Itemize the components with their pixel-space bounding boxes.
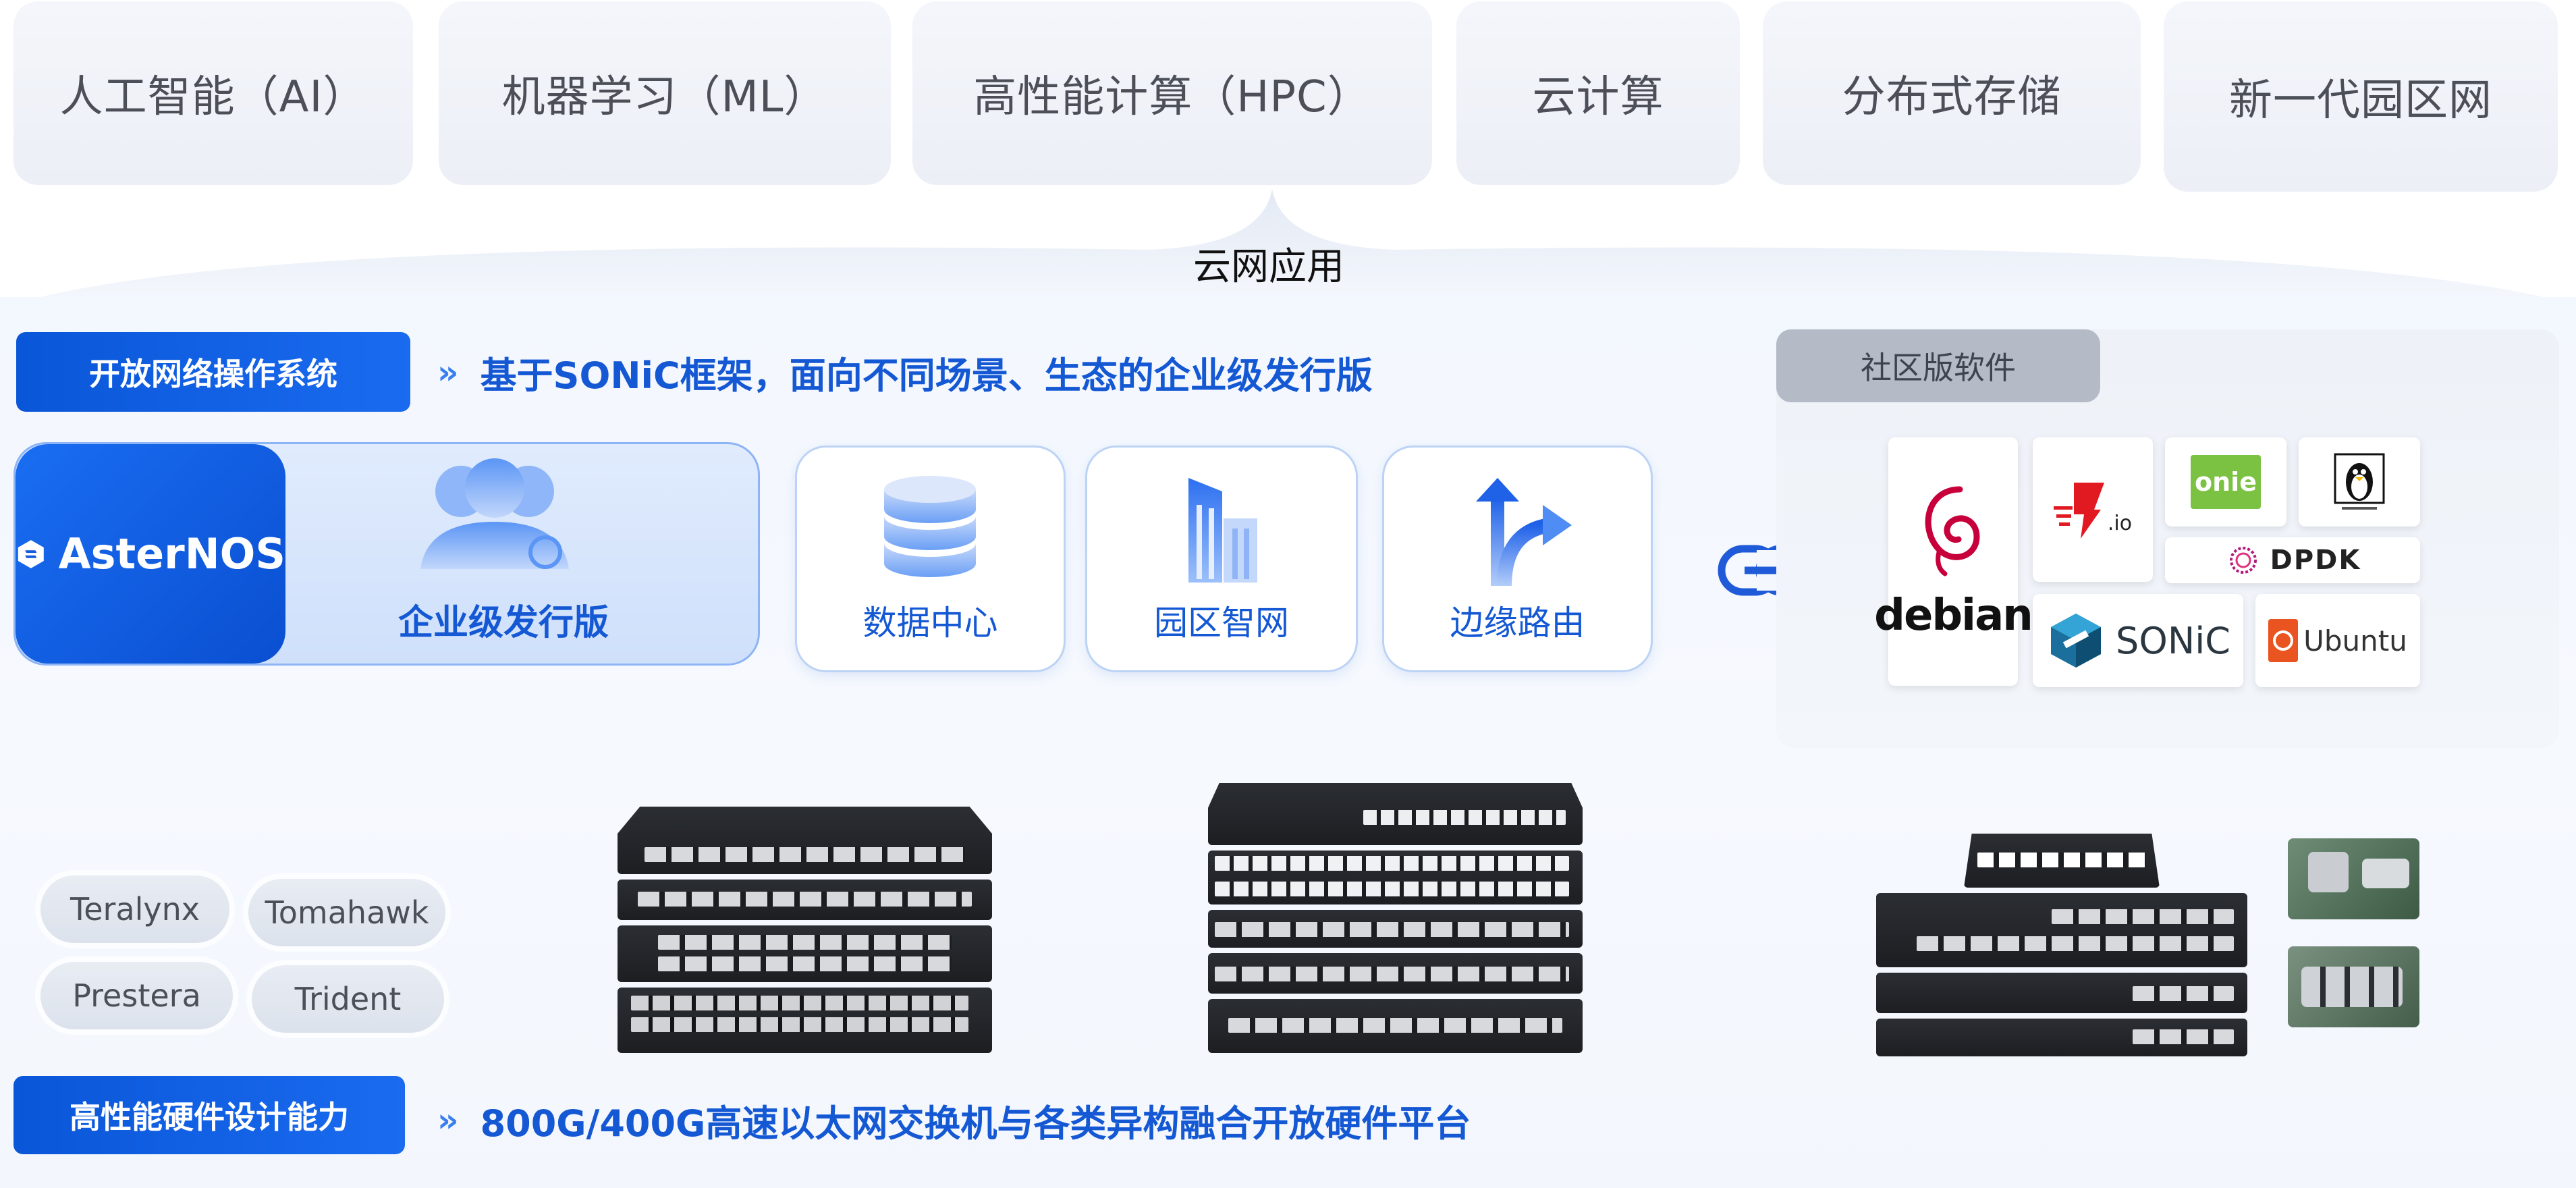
nic-card-top (2281, 832, 2426, 933)
feature-card-edge-routing: 边缘路由 (1382, 446, 1653, 672)
ubuntu-circle-icon (2268, 619, 2299, 662)
feature-card-datacenter: 数据中心 (795, 446, 1066, 672)
database-icon (884, 476, 976, 577)
fdio-logo-tile: .io (2033, 437, 2153, 582)
feature-label: 边缘路由 (1450, 603, 1585, 643)
asternos-logo: AsterNOS (16, 444, 285, 664)
switch-stack-campus (1208, 783, 1583, 1053)
port-row (631, 1017, 968, 1032)
fdio-mark-icon (2053, 483, 2104, 539)
port-row (1215, 967, 1569, 981)
feature-card-campus: 园区智网 (1085, 446, 1358, 672)
chip-prestera: Prestera (40, 962, 233, 1029)
app-card-storage: 分布式存储 (1763, 1, 2141, 185)
nic-ports (2301, 967, 2403, 1007)
asternos-mark-icon (18, 539, 44, 568)
port-row (1215, 856, 1569, 871)
port-row (658, 935, 952, 950)
chip-label: Prestera (72, 977, 201, 1014)
app-label: 高性能计算（HPC） (973, 72, 1371, 122)
chip-label: Tomahawk (265, 894, 429, 931)
chip-tomahawk: Tomahawk (248, 879, 445, 946)
port-row (1215, 882, 1569, 896)
onie-logo-tile: onie (2165, 437, 2286, 526)
app-label: 机器学习（ML） (501, 72, 828, 122)
port-row (638, 892, 972, 907)
port-row (645, 847, 965, 862)
double-chevron-icon: ›› (437, 1101, 458, 1139)
dpdk-swirl-icon (2229, 547, 2257, 574)
debian-wordmark: debian (1874, 591, 2033, 641)
port-row (658, 956, 952, 971)
os-section-title-text: 开放网络操作系统 (89, 356, 337, 392)
sonic-wordmark: SONiC (2116, 619, 2230, 662)
port-row (2133, 986, 2234, 1001)
nic-port (2362, 859, 2409, 888)
os-slogan-text: 基于SONiC框架，面向不同场景、生态的企业级发行版 (480, 354, 1373, 397)
asternos-panel: AsterNOS (13, 442, 760, 666)
onie-wordmark: onie (2195, 467, 2257, 497)
app-card-hpc: 高性能计算（HPC） (912, 1, 1432, 185)
app-card-ai: 人工智能（AI） (13, 1, 413, 185)
community-tab-label: 社区版软件 (1861, 350, 2016, 386)
chip-trident: Trident (252, 965, 444, 1033)
switch-unit (618, 925, 992, 982)
enterprise-edition-label: 企业级发行版 (398, 603, 609, 643)
app-label: 人工智能（AI） (59, 72, 367, 122)
double-chevron-icon: ›› (437, 353, 458, 392)
chip-label: Trident (294, 981, 402, 1017)
onie-badge: onie (2191, 455, 2261, 509)
tux-penguin-icon (2334, 453, 2385, 510)
feature-label: 数据中心 (862, 603, 998, 643)
switch-unit (1876, 893, 2247, 967)
cloud-network-apps-label: 云网应用 (1193, 245, 1344, 289)
port-row (1215, 922, 1569, 937)
app-card-ml: 机器学习（ML） (439, 1, 891, 185)
port-row (1977, 853, 2146, 867)
port-row (1917, 936, 2234, 951)
dpdk-logo-tile: DPDK (2165, 537, 2420, 583)
sonic-logo-tile: SONiC (2033, 594, 2243, 687)
port-row (1228, 1018, 1562, 1033)
os-section-title: 开放网络操作系统 (16, 332, 410, 412)
chip-teralynx: Teralynx (40, 875, 229, 943)
fdio-wordmark: .io (2107, 511, 2133, 535)
route-arrows-icon (1476, 478, 1572, 586)
feature-label: 园区智网 (1154, 603, 1289, 643)
hardware-section-title-text: 高性能硬件设计能力 (70, 1099, 349, 1135)
ubuntu-logo-tile: Ubuntu (2255, 594, 2420, 687)
linux-logo-tile (2299, 437, 2420, 526)
arch-connector (27, 189, 2558, 300)
debian-swirl-icon (1925, 486, 1980, 576)
chip-label: Teralynx (70, 891, 200, 927)
users-group-icon (420, 458, 569, 569)
port-row (2052, 909, 2234, 924)
switch-stack-datacenter (618, 807, 992, 1053)
asternos-brand-text: AsterNOS (58, 529, 285, 578)
port-row (631, 996, 968, 1010)
dpdk-wordmark: DPDK (2270, 545, 2361, 576)
debian-logo-tile: debian (1874, 437, 2033, 686)
app-label: 云计算 (1532, 72, 1664, 122)
sonic-cube-icon (2051, 614, 2102, 668)
community-software-tab: 社区版软件 (1776, 329, 2100, 402)
app-card-campus: 新一代园区网 (2164, 1, 2558, 192)
app-card-cloud: 云计算 (1456, 1, 1740, 185)
hardware-slogan-text: 800G/400G高速以太网交换机与各类异构融合开放硬件平台 (480, 1102, 1471, 1145)
port-row (2133, 1029, 2234, 1044)
nic-heatsink (2308, 852, 2349, 892)
nic-card-bottom (2281, 940, 2426, 1041)
hardware-section-title: 高性能硬件设计能力 (13, 1076, 405, 1154)
building-icon (1188, 478, 1257, 583)
hardware-section-slogan: ›› 800G/400G高速以太网交换机与各类异构融合开放硬件平台 (437, 1094, 1471, 1147)
edge-router-stack (1876, 834, 2247, 1056)
app-label: 分布式存储 (1842, 72, 2062, 122)
os-section-slogan: ›› 基于SONiC框架，面向不同场景、生态的企业级发行版 (437, 346, 1373, 399)
switch-unit (618, 807, 992, 874)
port-row (1363, 810, 1566, 825)
app-label: 新一代园区网 (2229, 76, 2492, 126)
ubuntu-wordmark: Ubuntu (2303, 624, 2407, 657)
